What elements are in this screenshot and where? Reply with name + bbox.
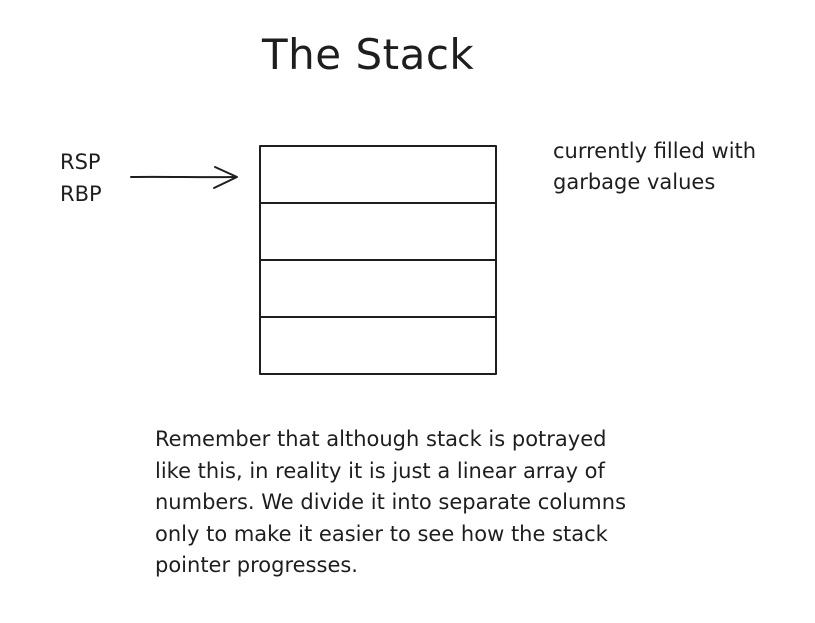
diagram-title: The Stack <box>262 30 475 79</box>
stack-cell <box>259 259 497 318</box>
garbage-values-note: currently filled with garbage values <box>553 139 757 194</box>
rbp-label: RBP <box>60 182 102 206</box>
pointer-arrow-icon <box>130 166 238 189</box>
stack-cell <box>259 202 497 261</box>
stack-cell <box>259 316 497 375</box>
rsp-label: RSP <box>60 150 101 174</box>
stack-explanation-note: Remember that although stack is potrayed… <box>155 427 627 577</box>
stack-cell <box>259 145 497 204</box>
stack-cells <box>259 145 497 375</box>
arrow-head <box>213 166 238 189</box>
